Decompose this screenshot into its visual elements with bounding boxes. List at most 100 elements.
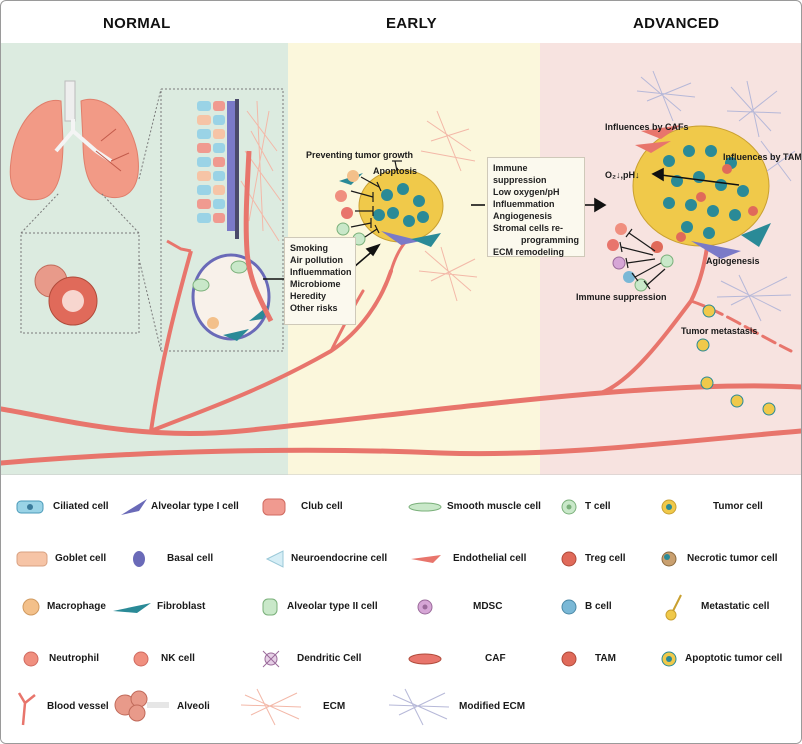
alveolar-type-2-icon [262, 598, 278, 616]
risk-factor: Air pollution [290, 255, 343, 265]
legend-label: CAF [485, 653, 506, 664]
advanced-factor: ECM remodeling [493, 247, 565, 257]
angiogenesis-label: Agiogenesis [706, 256, 760, 266]
legend-label: TAM [595, 653, 616, 664]
legend-label: Macrophage [47, 601, 106, 612]
airway-inset [160, 88, 284, 352]
necrotic-tumor-icon [661, 551, 677, 567]
legend-label: Alveoli [177, 701, 210, 712]
advanced-tumor [632, 125, 771, 259]
legend-label: Dendritic Cell [297, 653, 362, 664]
smooth-muscle-icon [408, 502, 442, 512]
basal-cell-icon [133, 551, 145, 567]
legend-label: Alveolar type II cell [287, 601, 378, 612]
header-normal: NORMAL [103, 15, 171, 32]
advanced-factor: Influemmation [493, 199, 555, 209]
nk-cell-icon [133, 651, 149, 667]
legend-label: Smooth muscle cell [447, 501, 541, 512]
legend-icons [16, 498, 682, 726]
lungs-illustration [9, 80, 139, 201]
neuroendocrine-icon [265, 550, 284, 568]
endothelial-icon [411, 555, 441, 563]
legend-label: T cell [585, 501, 611, 512]
legend-label: B cell [585, 601, 612, 612]
mdsc-icon [417, 599, 433, 615]
legend-label: Metastatic cell [701, 601, 770, 612]
metastatic-cell-icon [665, 594, 682, 621]
advanced-immune-cells [607, 223, 674, 292]
risk-factor: Influemmation [290, 267, 352, 277]
b-cell-icon [561, 599, 577, 615]
legend-label: NK cell [161, 653, 195, 664]
advanced-factors-box: Immune suppression Low oxygen/pH Influem… [487, 157, 585, 257]
macrophage-icon [22, 598, 40, 616]
legend-label: Apoptotic tumor cell [685, 653, 783, 664]
airway-epithelium [197, 99, 239, 239]
legend: Ciliated cell Alveolar type I cell Club … [1, 475, 801, 743]
oxygen-ph-label: O₂↓,pH↓ [605, 170, 640, 180]
legend-label: Necrotic tumor cell [687, 553, 778, 564]
apoptotic-tumor-icon [661, 651, 677, 667]
fibroblast-icon [113, 603, 151, 613]
modified-ecm-icon [388, 688, 450, 726]
alveoli-icon [114, 690, 169, 722]
influences-tams-label: Influences by TAMs [723, 152, 802, 162]
tumor-cell-icon [661, 499, 677, 515]
blood-vessels [1, 235, 801, 466]
advanced-factor: Stromal cells re- [493, 223, 564, 233]
legend-label: Treg cell [585, 553, 626, 564]
illustration [1, 70, 801, 466]
header-early: EARLY [386, 15, 437, 32]
alveolar-type-1-icon [121, 499, 147, 515]
legend-label: Basal cell [167, 553, 214, 564]
risk-factor: Heredity [290, 291, 327, 301]
influences-cafs-label: Influences by CAFs [605, 122, 689, 132]
risk-factor: Smoking [290, 243, 329, 253]
caf-icon [408, 653, 442, 665]
club-cell-icon [262, 498, 286, 516]
legend-label: Neutrophil [49, 653, 99, 664]
neutrophil-icon [23, 651, 39, 667]
ecm-early [418, 110, 478, 302]
ecm-icon [240, 688, 302, 726]
advanced-inhibition-lines [619, 228, 666, 290]
risk-factors-box: Smoking Air pollution Influemmation Micr… [284, 237, 356, 325]
early-inhibition-lines [350, 160, 402, 238]
dendritic-cell-icon [262, 650, 280, 668]
advanced-factor: Immune suppression [493, 163, 547, 185]
advanced-factor: Low oxygen/pH [493, 187, 560, 197]
risk-factor: Other risks [290, 303, 338, 313]
legend-label: ECM [323, 701, 346, 712]
tam-icon [561, 651, 577, 667]
advanced-factor: programming [521, 235, 580, 245]
metastatic-cells [696, 304, 776, 416]
legend-label: Modified ECM [459, 701, 526, 712]
tumor-metastasis-label: Tumor metastasis [681, 326, 758, 336]
legend-label: Goblet cell [55, 553, 107, 564]
t-cell-icon [561, 499, 577, 515]
header-advanced: ADVANCED [633, 15, 720, 32]
ciliated-cell-icon [16, 500, 44, 514]
preventing-tumor-growth-label: Preventing tumor growth [306, 150, 414, 160]
risk-factor: Microbiome [290, 279, 341, 289]
legend-label: Ciliated cell [53, 501, 109, 512]
immune-suppression-label: Immune suppression [576, 292, 667, 302]
legend-label: Fibroblast [157, 601, 206, 612]
alveoli-inset [20, 232, 140, 334]
legend-label: MDSC [473, 601, 503, 612]
blood-vessel-icon [17, 692, 36, 726]
legend-label: Tumor cell [713, 501, 763, 512]
apoptosis-label: Apoptosis [373, 166, 417, 176]
modified-ecm-advanced [636, 70, 796, 322]
early-immune-cells [335, 170, 366, 246]
ecm-normal [240, 100, 282, 242]
advanced-factor: Angiogenesis [493, 211, 553, 221]
legend-label: Alveolar type I cell [151, 501, 239, 512]
treg-cell-icon [561, 551, 577, 567]
legend-label: Club cell [301, 501, 343, 512]
legend-label: Blood vessel [47, 701, 109, 712]
goblet-cell-icon [16, 551, 48, 567]
legend-label: Endothelial cell [453, 553, 527, 564]
legend-label: Neuroendocrine cell [291, 553, 388, 564]
